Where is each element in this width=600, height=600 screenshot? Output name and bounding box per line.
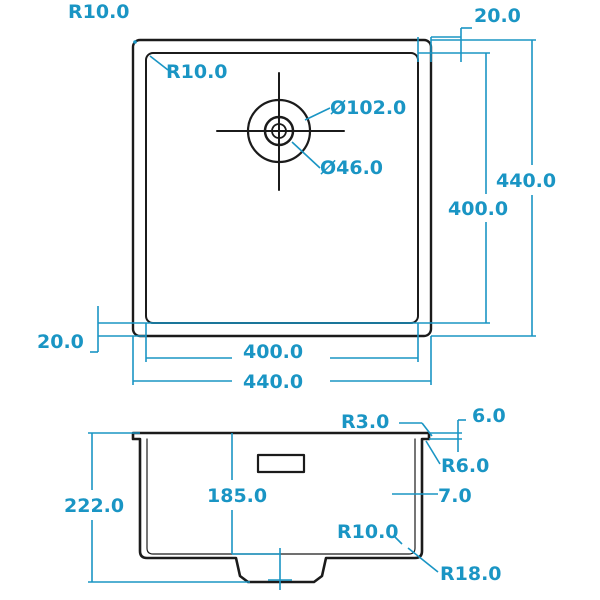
sink-inner-outline <box>145 52 419 324</box>
wall-thickness-label: 7.0 <box>438 485 472 507</box>
sink-section-outline <box>131 431 431 584</box>
rim-top-radius-label: R3.0 <box>341 411 389 433</box>
drain-inner-diameter-label: Ø46.0 <box>320 157 383 179</box>
inner-width-label: 400.0 <box>243 341 303 363</box>
rim-right-width-label: 20.0 <box>474 5 521 27</box>
rim-inner-radius-label: R6.0 <box>441 455 489 477</box>
total-depth-label: 222.0 <box>64 495 124 517</box>
inner-bottom-radius-label: R10.0 <box>337 521 399 543</box>
rim-bottom-width-label: 20.0 <box>37 331 84 353</box>
outer-bottom-radius-label: R18.0 <box>440 563 502 585</box>
drain-outer-diameter-label: Ø102.0 <box>330 97 406 119</box>
inner-corner-radius-label: R10.0 <box>166 61 228 83</box>
outer-width-label: 440.0 <box>243 371 303 393</box>
sink-outer-outline <box>131 38 433 338</box>
top-view: R10.0 R10.0 20.0 Ø102.0 Ø46.0 440.0 400.… <box>37 1 556 393</box>
section-view: R3.0 6.0 R6.0 7.0 R10.0 R18.0 222.0 185.… <box>64 405 506 590</box>
overflow-slot <box>256 453 306 474</box>
outer-height-label: 440.0 <box>496 170 556 192</box>
bowl-depth-label: 185.0 <box>207 485 267 507</box>
rim-thickness-label: 6.0 <box>472 405 506 427</box>
outer-corner-radius-label: R10.0 <box>68 1 130 23</box>
drain-symbol <box>216 72 345 191</box>
inner-height-label: 400.0 <box>448 198 508 220</box>
sink-section-inner <box>146 438 416 555</box>
